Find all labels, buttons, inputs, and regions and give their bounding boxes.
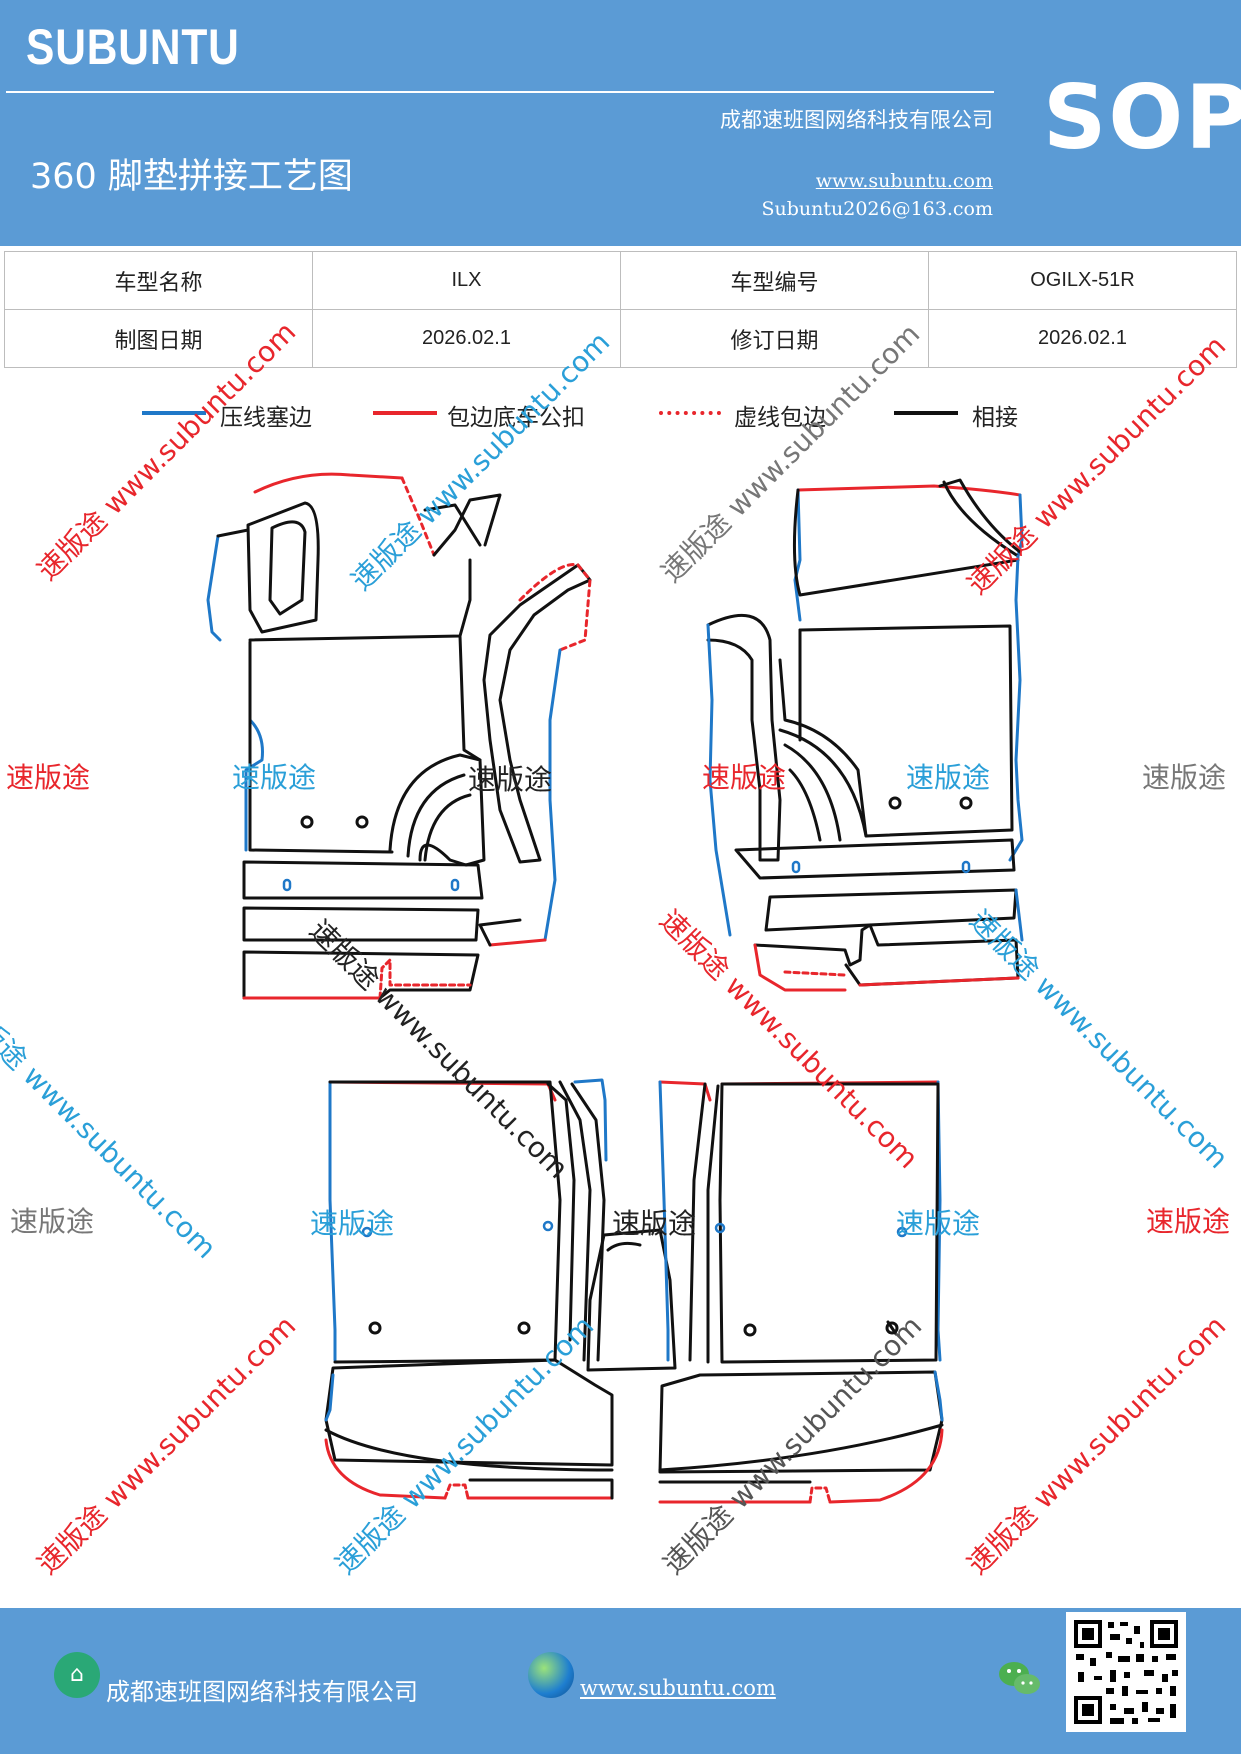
header-divider	[6, 91, 994, 93]
vehicle-info-table: 车型名称 ILX 车型编号 OGILX-51R 制图日期 2026.02.1 修…	[4, 251, 1237, 368]
email-address: Subuntu2026@163.com	[761, 198, 993, 220]
watermark-text: 速版途	[612, 1207, 697, 1240]
model-name-label: 车型名称	[4, 251, 313, 310]
watermark-text: 速版途	[10, 1205, 95, 1238]
watermark-text: 速版途	[906, 761, 991, 794]
header-banner: SUBUNTU 成都速班图网络科技有限公司 360 脚垫拼接工艺图 www.su…	[0, 0, 1241, 246]
document-title: 360 脚垫拼接工艺图	[30, 157, 353, 197]
legend-swatch-red	[373, 411, 437, 415]
watermark-text: 速版途	[1146, 1205, 1231, 1238]
rear-right-mat	[658, 1080, 944, 1504]
front-left-mat	[206, 472, 592, 1000]
draw-date-label: 制图日期	[4, 309, 313, 368]
legend-label: 虚线包边	[734, 405, 826, 431]
revise-date-value: 2026.02.1	[928, 309, 1237, 368]
watermark-text: 速版途	[1142, 761, 1227, 794]
watermark-text: 速版途	[6, 761, 91, 794]
table-row: 制图日期 2026.02.1 修订日期 2026.02.1	[4, 309, 1237, 368]
wechat-icon[interactable]	[996, 1654, 1044, 1702]
legend-label: 压线塞边	[220, 405, 312, 431]
globe-icon	[528, 1652, 574, 1698]
draw-date-value: 2026.02.1	[312, 309, 621, 368]
sop-badge: SOP	[1043, 66, 1241, 169]
company-name: 成都速班图网络科技有限公司	[720, 108, 993, 132]
footer-banner: ⌂ 成都速班图网络科技有限公司 www.subuntu.com	[0, 1608, 1241, 1754]
rear-left-mat	[324, 1078, 677, 1500]
legend-swatch-dashed-red	[659, 411, 721, 415]
table-row: 车型名称 ILX 车型编号 OGILX-51R	[4, 251, 1237, 310]
revise-date-label: 修订日期	[620, 309, 929, 368]
watermark-text: 速版途	[702, 761, 787, 794]
legend-label: 包边底车公扣	[447, 405, 585, 431]
model-code-value: OGILX-51R	[928, 251, 1237, 310]
legend-item-edge-buckle: 包边底车公扣	[373, 392, 633, 432]
legend-item-joint: 相接	[894, 392, 1054, 432]
website-link[interactable]: www.subuntu.com	[815, 170, 993, 192]
model-name-value: ILX	[312, 251, 621, 310]
legend-swatch-black	[894, 411, 958, 415]
watermark-text: 速版途	[468, 763, 553, 796]
watermark-text: 速版途	[310, 1207, 395, 1240]
brand-logo: SUBUNTU	[26, 19, 240, 75]
legend-label: 相接	[972, 405, 1018, 431]
legend-item-dashed-edge: 虚线包边	[659, 392, 889, 432]
footer-website-link[interactable]: www.subuntu.com	[580, 1676, 776, 1700]
front-right-mat	[706, 478, 1024, 992]
footer-company-name: 成都速班图网络科技有限公司	[106, 1678, 418, 1706]
watermark-text: 速版途	[896, 1207, 981, 1240]
legend-swatch-blue	[142, 411, 206, 415]
qr-code	[1066, 1612, 1186, 1732]
model-code-label: 车型编号	[620, 251, 929, 310]
legend-item-press-line: 压线塞边	[142, 392, 362, 432]
building-icon: ⌂	[54, 1652, 100, 1698]
watermark-text: 速版途	[232, 761, 317, 794]
